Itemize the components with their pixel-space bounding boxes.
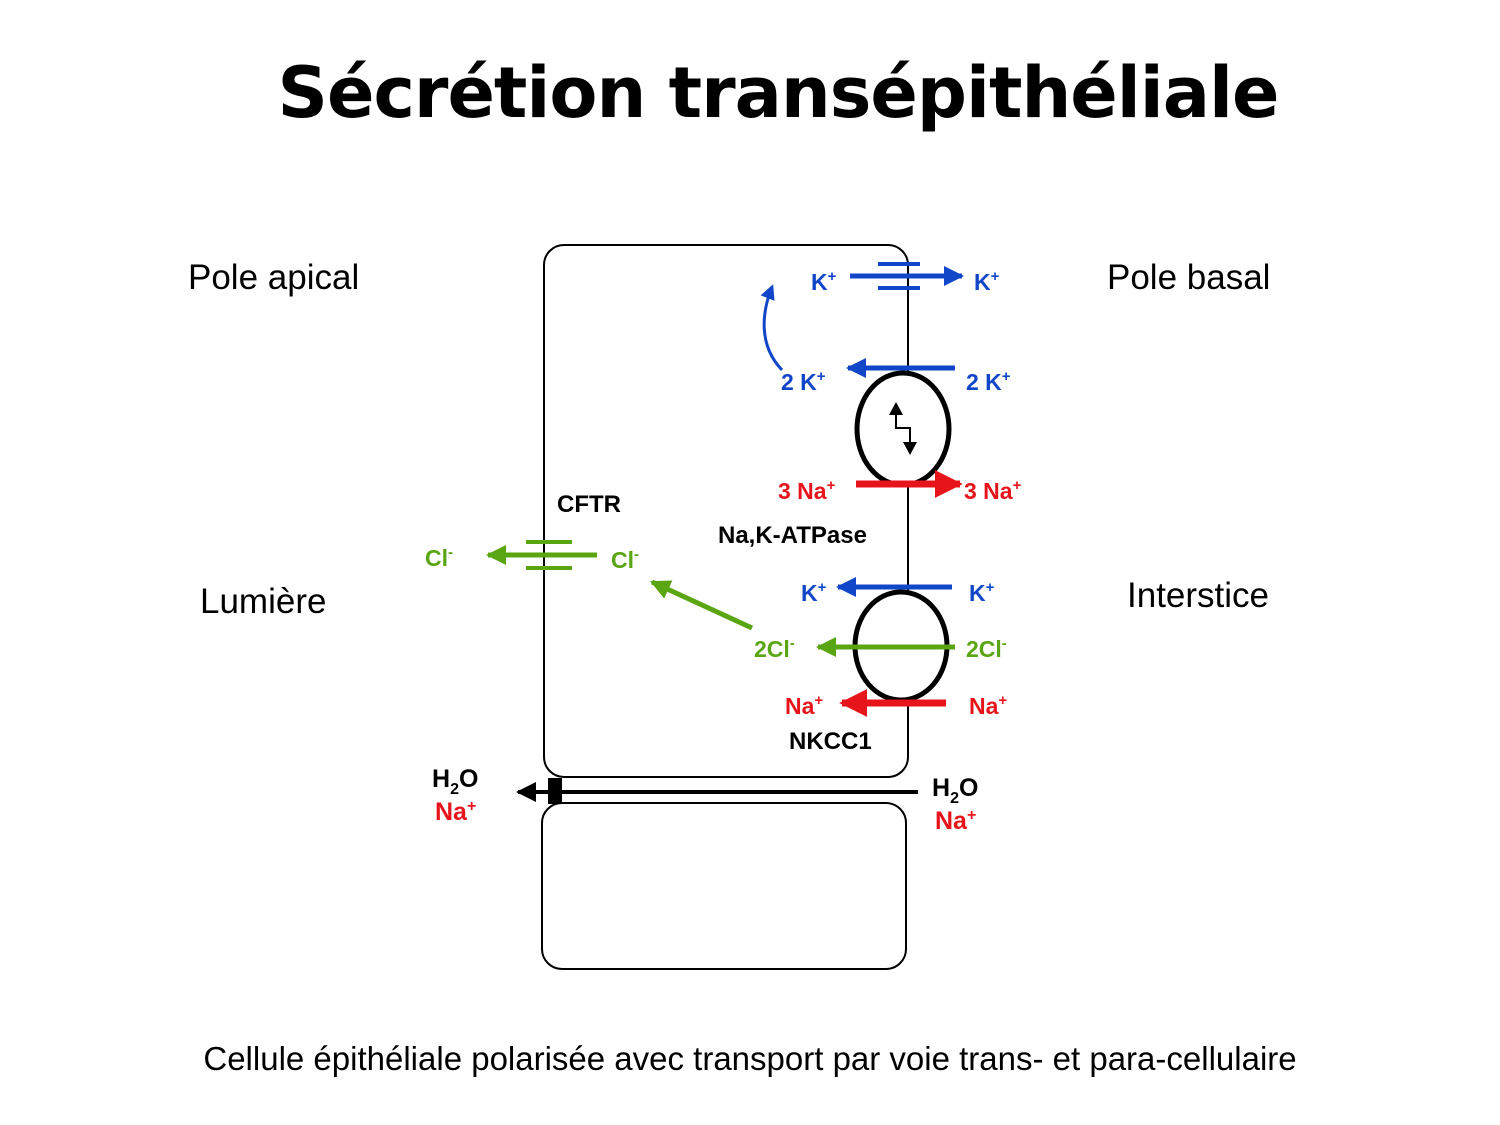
cl-intracellular-arrow — [650, 579, 754, 631]
cftr-channel — [486, 540, 597, 570]
k-out-label: K+ — [974, 268, 1000, 295]
two-cl-in-label: 2Cl- — [754, 635, 795, 662]
cl-cell-label: Cl- — [611, 546, 639, 573]
cftr-label: CFTR — [557, 491, 621, 518]
epithelial-cell-lower — [541, 802, 907, 970]
label-lumiere: Lumière — [200, 582, 327, 621]
label-pole-apical: Pole apical — [188, 258, 360, 297]
h2o-right-label: H2O — [932, 774, 978, 807]
na-left-label: Na+ — [435, 798, 476, 826]
epithelial-cell-upper — [543, 244, 909, 778]
na-right-label: Na+ — [935, 807, 976, 835]
na-k-atpase-label: Na,K-ATPase — [718, 522, 867, 549]
nkcc-na-out-label: Na+ — [969, 692, 1007, 719]
label-interstice: Interstice — [1127, 576, 1269, 615]
two-k-out-label: 2 K+ — [966, 368, 1011, 395]
nkcc1-label: NKCC1 — [789, 728, 872, 755]
nkcc-na-in-label: Na+ — [785, 692, 823, 719]
label-pole-basal: Pole basal — [1107, 258, 1271, 297]
cl-lumen-label: Cl- — [425, 544, 453, 571]
nkcc-k-out-label: K+ — [969, 579, 995, 606]
three-na-in-label: 3 Na+ — [778, 477, 836, 504]
two-k-in-label: 2 K+ — [781, 368, 826, 395]
atp-energy-icon — [889, 402, 917, 455]
k-in-label: K+ — [811, 268, 837, 295]
page-title: Sécrétion transépithéliale — [277, 52, 1280, 134]
h2o-left-label: H2O — [432, 765, 478, 798]
two-cl-out-label: 2Cl- — [966, 635, 1007, 662]
k-recycling-arrow — [760, 284, 784, 372]
three-na-out-label: 3 Na+ — [964, 477, 1022, 504]
k-channel — [850, 262, 964, 290]
caption: Cellule épithéliale polarisée avec trans… — [203, 1040, 1297, 1077]
nkcc-k-in-label: K+ — [801, 579, 827, 606]
